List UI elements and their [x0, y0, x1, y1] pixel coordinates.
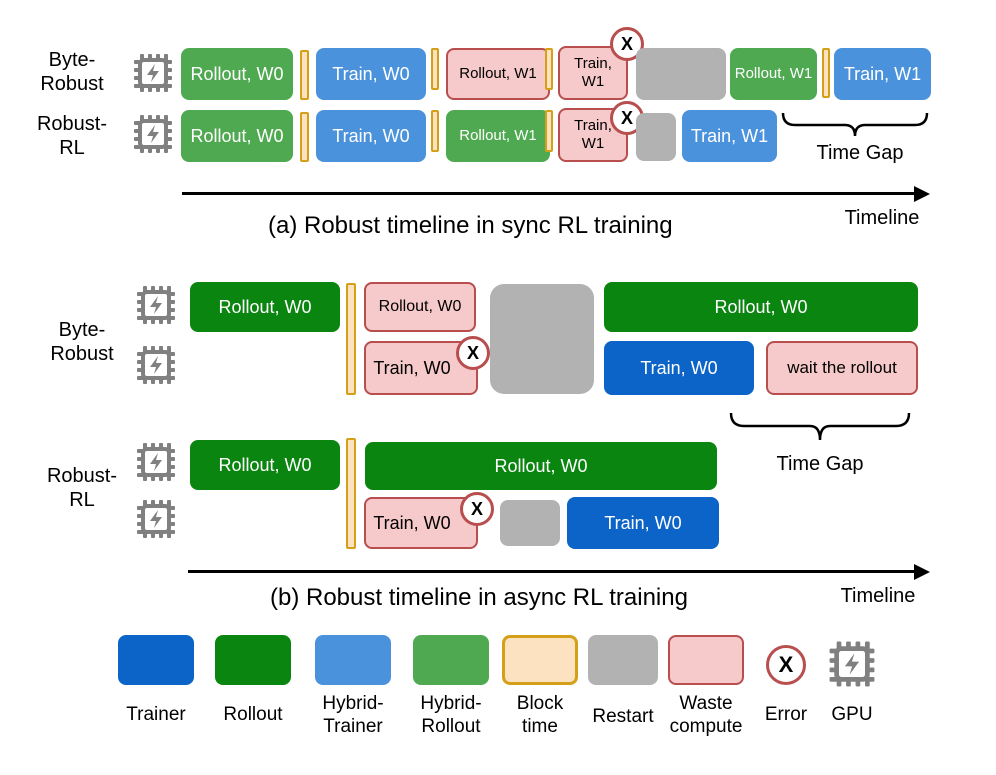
legend-hybrid-trainer-swatch: [315, 635, 391, 685]
block-time-bar: [822, 48, 830, 98]
sync-robust-waste-train-w1: Train, W1: [558, 108, 628, 162]
async-byte-robust-label: Byte- Robust: [50, 319, 114, 365]
async-robust-rollout-w0-first: Rollout, W0: [190, 440, 340, 490]
gpu-icon: [131, 51, 175, 95]
block-time-bar: [300, 50, 309, 100]
error-icon: X: [456, 336, 490, 370]
legend-trainer-swatch: [118, 635, 194, 685]
sync-time-gap-label: Time Gap: [816, 142, 904, 164]
sync-byte-train-w0: Train, W0: [316, 48, 426, 100]
sync-timeline-axis: [182, 192, 916, 195]
legend-block-label: Block time: [516, 693, 564, 737]
sync-robust-train-w0: Train, W0: [316, 110, 426, 162]
legend-rollout-swatch: [215, 635, 291, 685]
async-robust-waste-train: Train, W0: [364, 497, 478, 549]
legend-hybrid-rollout-swatch: [413, 635, 489, 685]
block-time-bar: [431, 110, 439, 152]
error-icon: X: [766, 645, 806, 685]
async-robust-rollout-w0-second: Rollout, W0: [365, 442, 717, 490]
sync-byte-waste-rollout-w1: Rollout, W1: [446, 48, 550, 100]
time-gap-brace: [781, 112, 929, 137]
async-byte-rollout-w0-first: Rollout, W0: [190, 282, 340, 332]
async-timeline-label: Timeline: [840, 585, 916, 607]
async-byte-rollout-w0-second: Rollout, W0: [604, 282, 918, 332]
gpu-icon: [134, 497, 178, 541]
gpu-icon: [134, 283, 178, 327]
async-time-gap-label: Time Gap: [776, 453, 864, 475]
sync-timeline-label: Timeline: [844, 207, 920, 229]
legend-waste-label: Waste compute: [669, 693, 743, 737]
block-time-bar: [431, 48, 439, 90]
legend-error-label: Error: [764, 704, 808, 725]
sync-byte-train-w1: Train, W1: [834, 48, 931, 100]
error-icon: X: [610, 27, 644, 61]
async-robust-rl-label: Robust- RL: [46, 465, 118, 511]
sync-robust-rl-label: Robust- RL: [36, 113, 108, 159]
sync-robust-rollout-w0: Rollout, W0: [181, 110, 293, 162]
block-time-bar: [346, 283, 356, 395]
error-icon: X: [460, 492, 494, 526]
legend-block-swatch: [502, 635, 578, 685]
block-time-bar: [300, 112, 309, 162]
async-timeline-arrowhead: [914, 564, 930, 580]
gpu-icon: [134, 440, 178, 484]
async-robust-train-w0: Train, W0: [567, 497, 719, 549]
async-byte-waste-rollout: Rollout, W0: [364, 282, 476, 332]
gpu-icon: [826, 638, 878, 690]
legend-hybrid-trainer-label: Hybrid- Trainer: [322, 693, 384, 737]
async-byte-restart: [490, 284, 594, 394]
async-byte-train-w0: Train, W0: [604, 341, 754, 395]
async-byte-wait-rollout: wait the rollout: [766, 341, 918, 395]
block-time-bar: [346, 438, 356, 549]
async-caption: (b) Robust timeline in async RL training: [270, 584, 688, 611]
block-time-bar: [545, 48, 553, 90]
sync-caption: (a) Robust timeline in sync RL training: [268, 212, 673, 239]
sync-robust-rollout-w1: Rollout, W1: [446, 110, 550, 162]
sync-robust-train-w1: Train, W1: [682, 110, 777, 162]
legend-rollout-label: Rollout: [223, 704, 283, 725]
legend-hybrid-rollout-label: Hybrid- Rollout: [420, 693, 482, 737]
block-time-bar: [545, 110, 553, 152]
async-robust-restart: [500, 500, 560, 546]
time-gap-brace: [729, 412, 911, 441]
sync-byte-robust-label: Byte- Robust: [40, 49, 104, 95]
legend-gpu-label: GPU: [831, 704, 873, 725]
sync-robust-restart: [636, 113, 676, 161]
async-timeline-axis: [188, 570, 916, 573]
legend-restart-swatch: [588, 635, 658, 685]
gpu-icon: [134, 343, 178, 387]
sync-byte-rollout-w1: Rollout, W1: [730, 48, 817, 100]
legend-trainer-label: Trainer: [126, 704, 186, 725]
sync-byte-rollout-w0: Rollout, W0: [181, 48, 293, 100]
sync-timeline-arrowhead: [914, 186, 930, 202]
gpu-icon: [131, 112, 175, 156]
sync-byte-restart: [636, 48, 726, 100]
legend-restart-label: Restart: [592, 706, 654, 727]
legend-waste-swatch: [668, 635, 744, 685]
